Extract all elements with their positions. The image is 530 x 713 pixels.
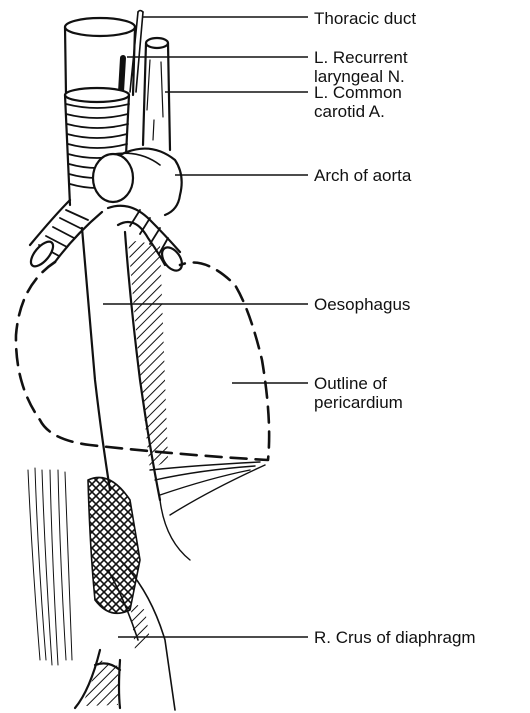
label-right-crus: R. Crus of diaphragm	[314, 628, 476, 647]
label-pericardium-line1: Outline of	[314, 374, 387, 393]
common-carotid-artery	[143, 38, 170, 150]
aortic-arch	[93, 149, 182, 215]
oesophagus	[82, 228, 168, 500]
diaphragm-fibres-left	[28, 468, 72, 665]
label-common-carotid-line1: L. Common	[314, 83, 402, 102]
label-pericardium-line2: pericardium	[314, 393, 403, 412]
label-common-carotid-line2: carotid A.	[314, 102, 385, 121]
label-oesophagus: Oesophagus	[314, 295, 410, 314]
label-thoracic-duct: Thoracic duct	[314, 9, 416, 28]
label-arch-of-aorta: Arch of aorta	[314, 166, 411, 185]
diaphragm-tendon	[150, 462, 265, 560]
right-main-bronchus	[27, 200, 102, 270]
label-recurrent-laryngeal-line1: L. Recurrent	[314, 48, 408, 67]
recurrent-laryngeal-nerve	[121, 58, 123, 92]
oesophagus-lower-segment	[75, 650, 120, 708]
